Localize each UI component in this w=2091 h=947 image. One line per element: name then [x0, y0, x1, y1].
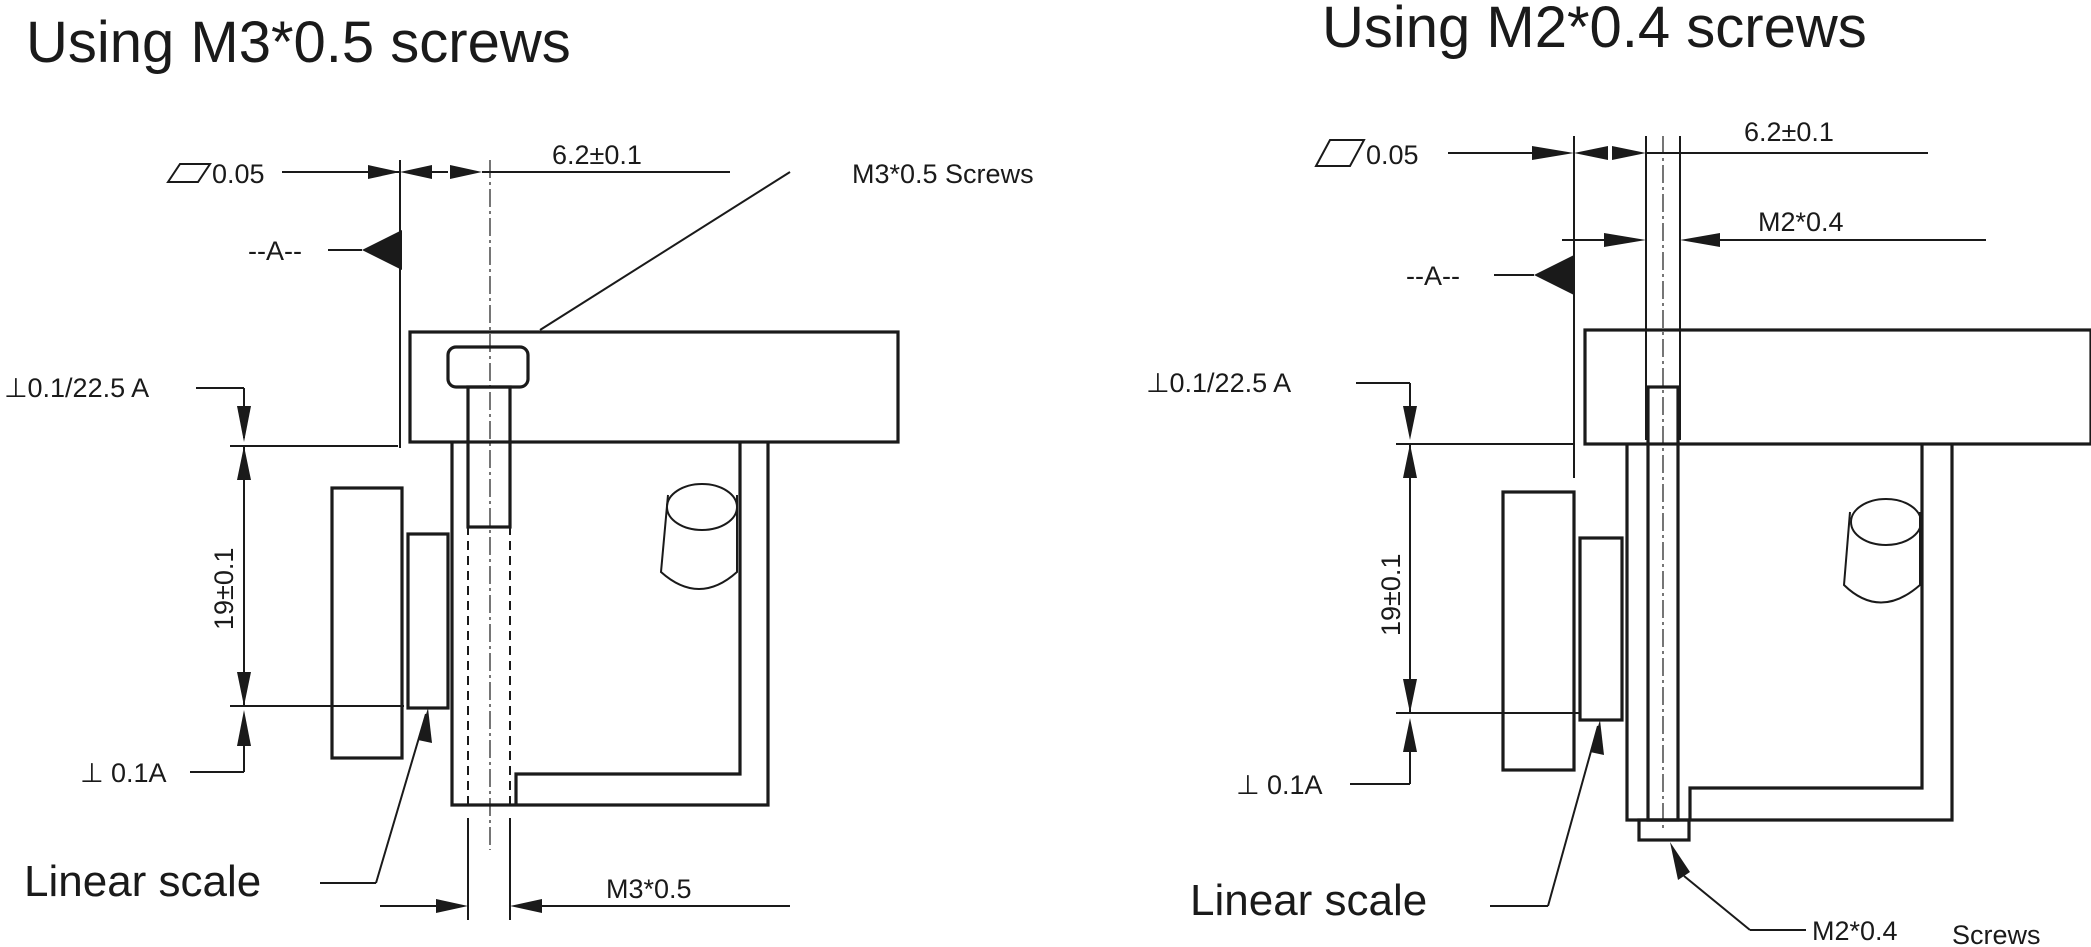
right-perp-bottom: ⊥ 0.1A [1236, 770, 1323, 800]
arrow-icon [368, 165, 400, 179]
right-bracket [1625, 444, 1954, 822]
arrow-icon [1403, 406, 1417, 440]
left-drawing: Using M3*0.5 screws 0.05 6.2±0.1 --A-- M… [4, 10, 1034, 920]
arrow-icon [1532, 146, 1574, 160]
right-height-dimension: 19±0.1 [1376, 443, 1580, 714]
right-screw-callout-suffix: Screws [1952, 920, 2041, 947]
arrow-icon [1403, 679, 1417, 713]
left-pin [659, 483, 738, 590]
right-datum-label: --A-- [1406, 261, 1460, 291]
right-pin [1842, 498, 1922, 604]
left-title: Using M3*0.5 screws [26, 10, 571, 75]
arrow-icon [418, 708, 432, 743]
left-dim-height: 19±0.1 [209, 548, 239, 630]
arrow-icon [1574, 146, 1608, 160]
arrow-icon [1612, 146, 1646, 160]
flatness-symbol-icon [166, 163, 212, 183]
left-height-dimension: 19±0.1 [209, 445, 404, 707]
arrow-icon [1604, 233, 1646, 247]
right-flatness-value: 0.05 [1366, 140, 1419, 170]
left-screw-callout: M3*0.5 Screws [852, 159, 1034, 189]
arrow-icon [237, 446, 251, 480]
right-scale-reader [1578, 536, 1624, 722]
left-scale-label: Linear scale [24, 857, 261, 906]
right-screw-head [1637, 818, 1691, 842]
right-drawing: Using M2*0.4 screws 0.05 6.2±0.1 M2*0.4 … [1146, 0, 2091, 947]
arrow-icon [1680, 233, 1720, 247]
datum-triangle-icon [362, 230, 402, 270]
right-title: Using M2*0.4 screws [1322, 0, 1867, 60]
left-screw-head [446, 345, 530, 389]
right-perp-top: ⊥0.1/22.5 A [1146, 368, 1291, 398]
left-dim-width: 6.2±0.1 [552, 140, 642, 170]
right-top-plate [1583, 328, 2091, 446]
left-perp-top: ⊥0.1/22.5 A [4, 373, 149, 403]
arrow-icon [510, 899, 542, 913]
left-thread-dim: M3*0.5 [606, 874, 692, 904]
arrow-icon [1670, 842, 1690, 880]
left-scale-body [330, 486, 404, 760]
flatness-symbol-icon [1314, 139, 1366, 167]
left-flatness-value: 0.05 [212, 159, 265, 189]
datum-triangle-icon [1534, 255, 1574, 295]
left-perp-bottom: ⊥ 0.1A [80, 758, 167, 788]
left-scale-reader [406, 532, 450, 710]
right-dim-width: 6.2±0.1 [1744, 117, 1834, 147]
right-thread-dim: M2*0.4 [1758, 207, 1844, 237]
right-dim-height: 19±0.1 [1376, 554, 1406, 636]
right-scale-label: Linear scale [1190, 876, 1427, 925]
left-screw-shank [466, 385, 512, 529]
arrow-icon [237, 710, 251, 746]
right-screw-callout: M2*0.4 [1812, 916, 1898, 946]
arrow-icon [1403, 444, 1417, 478]
left-bracket [450, 442, 770, 807]
arrow-icon [436, 899, 468, 913]
arrow-icon [400, 165, 432, 179]
arrow-icon [1590, 720, 1604, 755]
arrow-icon [1403, 718, 1417, 752]
arrow-icon [237, 672, 251, 706]
right-scale-body [1501, 490, 1576, 772]
arrow-icon [450, 165, 482, 179]
left-datum-label: --A-- [248, 236, 302, 266]
left-flatness-callout: 0.05 [166, 159, 730, 189]
left-screw-leader [539, 171, 791, 331]
left-top-plate [408, 330, 900, 444]
arrow-icon [237, 406, 251, 442]
right-flatness-callout: 0.05 [1314, 139, 1928, 170]
